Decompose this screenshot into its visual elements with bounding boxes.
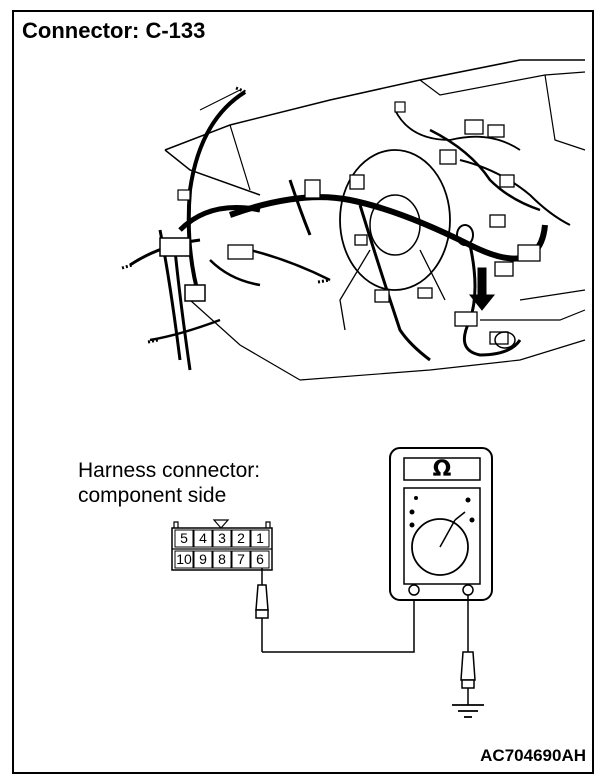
dashboard-wiring-illustration: [121, 59, 586, 381]
pin-2: 2: [237, 530, 245, 546]
ground-probe: [460, 595, 476, 705]
probe-icon: [255, 568, 269, 652]
harness-connector-label: Harness connector: component side: [78, 458, 260, 508]
ohmmeter-icon: Ω: [389, 447, 493, 601]
harness-label-line1: Harness connector:: [78, 459, 261, 482]
pin-10: 10: [176, 551, 192, 567]
ground-symbol-icon: [452, 704, 484, 718]
pin-5: 5: [180, 530, 188, 546]
connector-title: Connector: C-133: [22, 18, 206, 43]
pin-4: 4: [199, 530, 207, 546]
pin-9: 9: [199, 551, 207, 567]
pin-3: 3: [218, 530, 226, 546]
connector-top-row: 5 4 3 2 1: [174, 529, 270, 548]
pin-8: 8: [218, 551, 226, 567]
reference-code: AC704690AH: [480, 746, 586, 765]
meter-ohm-symbol: Ω: [433, 457, 452, 482]
pin-7: 7: [237, 551, 245, 567]
pin-6: 6: [256, 551, 264, 567]
pin-1: 1: [256, 530, 264, 546]
test-lead-wire: [262, 600, 415, 653]
harness-label-line2: component side: [78, 484, 227, 507]
harness-connector: 5 4 3 2 1 10 9 8 7 6: [171, 519, 273, 571]
arrow-icon: [468, 267, 496, 311]
connector-bottom-row: 10 9 8 7 6: [174, 550, 270, 569]
diagram-frame: [12, 10, 594, 774]
